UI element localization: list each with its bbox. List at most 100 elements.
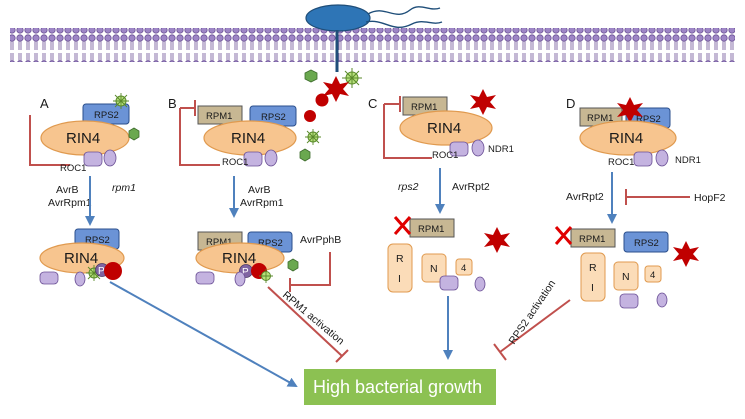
roc1-label: ROC1	[608, 157, 634, 168]
bacterium-icon	[305, 4, 443, 72]
rps2-label: RPS2	[258, 238, 283, 249]
roc1-barrel	[619, 293, 639, 309]
panel-label-d: D	[566, 96, 575, 111]
rpm1-label: RPM1	[206, 237, 232, 248]
inhibit-line	[383, 96, 432, 159]
cross-icon	[393, 216, 412, 235]
roc1-barrel	[39, 271, 59, 285]
hopf2-label: HopF2	[694, 192, 726, 204]
inhibit-line	[289, 252, 331, 292]
ndr1-label: NDR1	[675, 155, 701, 166]
hexagon-effector-icon	[287, 258, 299, 272]
high-bacterial-growth-box	[304, 369, 496, 405]
panel-d: RPM1 RPS2 RIN4 ROC1 NDR1 AvrRpt2 HopF2 R…	[493, 97, 726, 361]
ndr1-ellipse	[471, 139, 485, 157]
rpm1-label: RPM1	[418, 224, 444, 235]
four-domain	[455, 258, 473, 276]
roc1-ellipse	[264, 149, 278, 167]
panel-label-c: C	[368, 96, 377, 111]
rin4-label: RIN4	[64, 250, 98, 267]
inhibit-line	[335, 349, 349, 363]
ri-r-label: R	[396, 253, 404, 265]
avrpphb-label: AvrPphB	[300, 234, 341, 246]
panel-label-a: A	[40, 96, 49, 111]
inhibit-line	[493, 299, 571, 361]
panel-a: RPS2 RIN4 ROC1 AvrB AvrRpm1 rpm1 RPS2 RI…	[29, 93, 140, 287]
roc1-ellipse	[74, 271, 86, 287]
n-label: N	[622, 271, 630, 283]
red-effector-icon	[104, 262, 122, 280]
rps2-label: RPS2	[636, 114, 661, 125]
star-effector-icon	[342, 68, 362, 88]
avrb-label: AvrB	[248, 184, 271, 196]
phospho-label: P	[98, 266, 105, 277]
four-label: 4	[461, 263, 466, 274]
avrb-label: AvrB	[56, 184, 79, 196]
avrrpm1-label: AvrRpm1	[48, 197, 92, 209]
inhibit-line	[29, 115, 70, 166]
rpm1-label: RPM1	[411, 102, 437, 113]
ri-r-label: R	[589, 262, 597, 274]
roc1-ellipse	[103, 149, 117, 167]
rps2-genotype-label: rps2	[398, 181, 419, 193]
arrow	[109, 281, 298, 387]
star-effector-icon	[113, 93, 129, 109]
ri-domain	[580, 252, 606, 302]
ndr1-label: NDR1	[488, 144, 514, 155]
rin4-label: RIN4	[427, 120, 461, 137]
n-domain	[421, 253, 447, 283]
rps2-label: RPS2	[85, 235, 110, 246]
rpm1-box	[197, 105, 243, 125]
avrrpm1-label: AvrRpm1	[240, 197, 284, 209]
roc1-barrel	[243, 151, 263, 167]
ri-i-label: I	[398, 273, 401, 285]
rps2-label: RPS2	[261, 112, 286, 123]
cross-icon	[554, 226, 573, 245]
ndr1-ellipse	[656, 292, 668, 308]
rin4-ellipse	[579, 120, 677, 156]
roc1-barrel	[439, 275, 459, 291]
panel-c: RPM1 RIN4 ROC1 NDR1 rps2 AvrRpt2 RPM1 R …	[383, 89, 514, 360]
four-domain	[644, 265, 662, 283]
hexagon-effector-icon	[299, 148, 311, 162]
red-star-effector-icon	[484, 227, 510, 253]
rin4-label: RIN4	[231, 130, 265, 147]
roc1-barrel	[449, 141, 469, 157]
panel-b: RPM1 RPS2 RIN4 ROC1 AvrB AvrRpm1 AvrPphB…	[179, 100, 341, 292]
injected-effectors	[304, 68, 362, 107]
rpm1-label: RPM1	[587, 113, 613, 124]
inhibit-line	[179, 100, 220, 166]
high-bacterial-growth-label: High bacterial growth	[313, 377, 482, 397]
avrrpt2-label: AvrRpt2	[566, 191, 604, 203]
roc1-barrel	[195, 271, 215, 285]
rin4-label: RIN4	[222, 250, 256, 267]
star-effector-icon	[259, 269, 273, 283]
avrrpt2-label: AvrRpt2	[452, 181, 490, 193]
red-effector-icon	[304, 110, 316, 122]
roc1-barrel	[83, 151, 103, 167]
rpm1-activation-label: RPM1 activation	[280, 289, 346, 347]
ri-domain	[387, 243, 413, 293]
plasma-membrane	[10, 28, 735, 62]
n-domain	[613, 261, 639, 291]
roc1-label: ROC1	[432, 150, 458, 161]
rpm1-label: RPM1	[206, 111, 232, 122]
rpm1-box	[570, 228, 616, 248]
rin4-ellipse	[399, 110, 493, 146]
rin4-label: RIN4	[66, 130, 100, 147]
phospho-label: P	[242, 267, 249, 278]
ndr1-ellipse	[655, 149, 669, 167]
rps2-box	[623, 231, 669, 253]
rpm1-box	[409, 218, 455, 238]
hexagon-effector-icon	[128, 127, 140, 141]
n-label: N	[430, 263, 438, 275]
panel-label-b: B	[168, 96, 177, 111]
inhibit-line	[267, 286, 343, 357]
roc1-label: ROC1	[222, 157, 248, 168]
red-star-effector-icon	[617, 97, 643, 123]
rpm1-genotype-label: rpm1	[112, 182, 136, 194]
rps2-activation-label: RPS2 activation	[507, 278, 559, 347]
rps2-label: RPS2	[634, 238, 659, 249]
rpm1-label: RPM1	[579, 234, 605, 245]
